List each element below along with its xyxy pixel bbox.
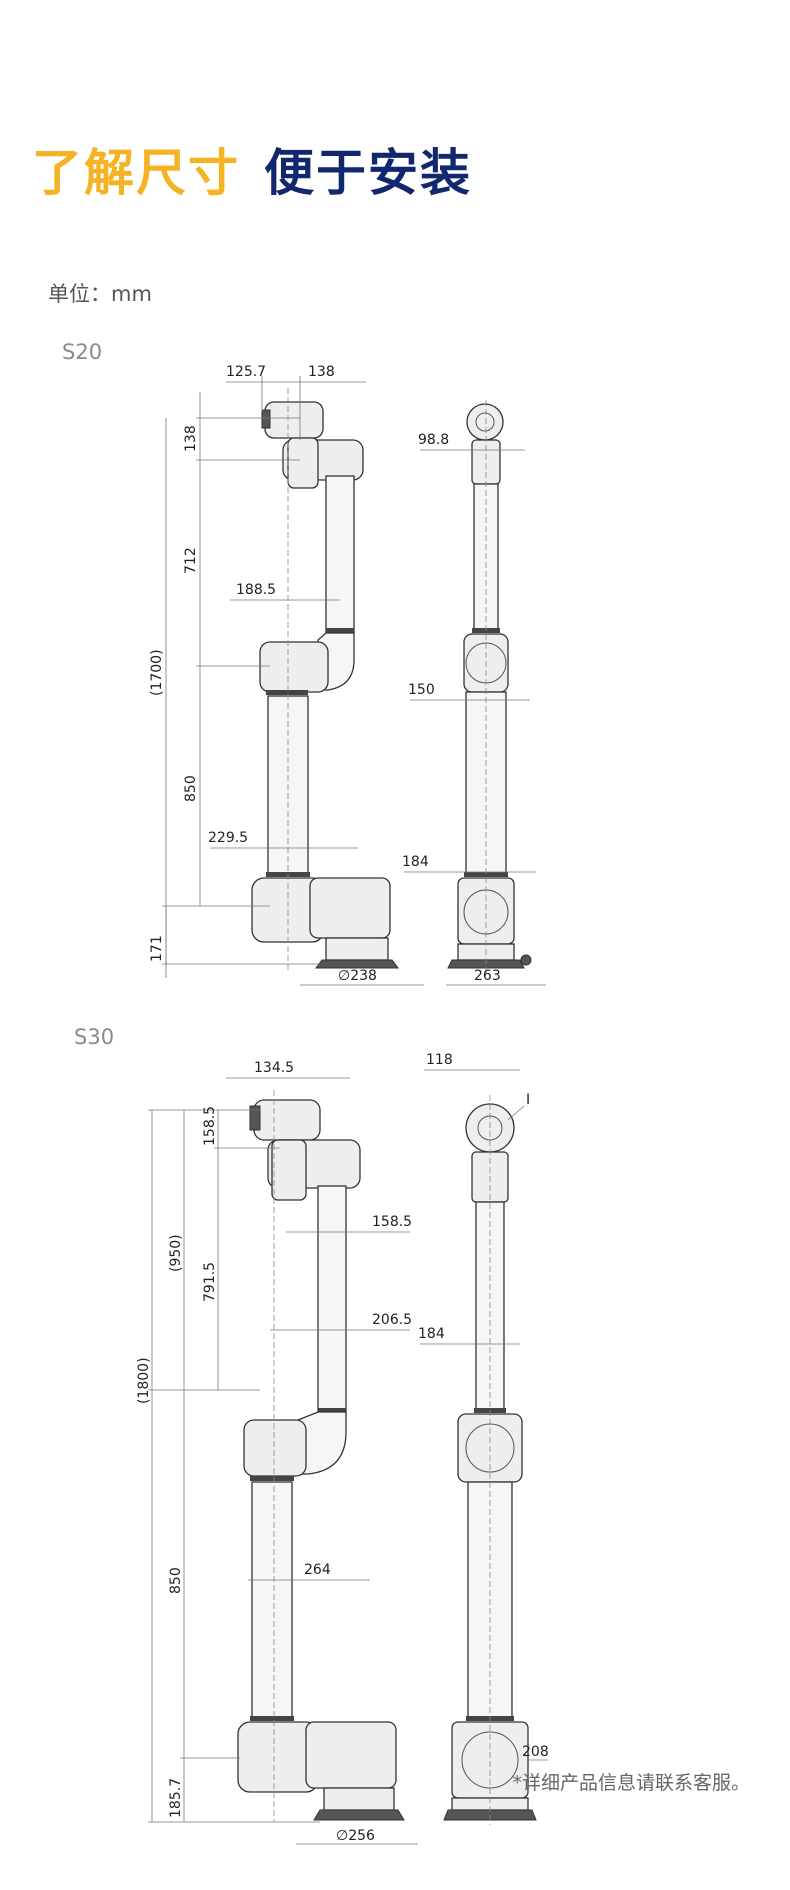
- s30-elbow-joint: [243, 1419, 307, 1477]
- s20-side-flange-circle: [475, 412, 495, 432]
- s30-dim-264: 264: [304, 1562, 331, 1578]
- s30-upper-arm: [251, 1481, 293, 1719]
- s20-dim-1700: (1700): [149, 649, 165, 696]
- s20-dim-125-7: 125.7: [226, 364, 266, 380]
- s30-front-view: 134.5 158.5 (950) 791.5 (1800) 158.5 206…: [136, 1060, 418, 1845]
- s20-dim-138-top: 138: [308, 364, 335, 380]
- s30-dim-256: ∅256: [336, 1828, 375, 1844]
- s30-dim-185-7: 185.7: [168, 1778, 184, 1818]
- s30-dim-206-5: 206.5: [372, 1312, 412, 1328]
- s20-wrist-1: [287, 437, 319, 489]
- heading-part-1: 了解尺寸: [32, 144, 240, 202]
- s30-detail-marker: I: [526, 1092, 530, 1108]
- s30-dim-134-5: 134.5: [254, 1060, 294, 1076]
- s20-dim-150: 150: [408, 682, 435, 698]
- s30-dim-118: 118: [426, 1052, 453, 1068]
- s20-elbow-joint: [259, 641, 329, 693]
- s20-dim-184: 184: [402, 854, 429, 870]
- s30-base-column: [323, 1787, 395, 1811]
- s30-base-joint: [305, 1721, 397, 1789]
- s30-base-plate: [313, 1809, 405, 1821]
- s20-side-connector: [520, 954, 532, 966]
- s30-dim-158-5-top: 158.5: [372, 1214, 412, 1230]
- s20-base-plate: [315, 959, 399, 969]
- s20-model-label: S20: [62, 340, 103, 364]
- s20-side-view: 98.8 150 184 263: [402, 400, 546, 986]
- s20-dim-229-5: 229.5: [208, 830, 248, 846]
- s30-dim-791-5: 791.5: [202, 1262, 218, 1302]
- s20-wrist-3: [264, 401, 324, 439]
- s20-dim-263: 263: [474, 968, 501, 984]
- s20-base-column: [325, 937, 389, 961]
- s20-dim-171: 171: [149, 935, 165, 962]
- s30-dim-850: 850: [168, 1567, 184, 1594]
- s20-side-wrist-circle: [466, 403, 504, 441]
- s30-dim-950: (950): [168, 1234, 184, 1272]
- s20-forearm: [325, 475, 355, 633]
- s20-dim-238: ∅238: [338, 968, 377, 984]
- s30-forearm-band: [318, 1408, 346, 1413]
- s20-front-view: 125.7 138 138 712 (1700) 188.5 850 229.5…: [149, 364, 424, 986]
- s30-side-view: 118 I 184 208: [418, 1052, 549, 1825]
- s20-dim-138-side: 138: [183, 425, 199, 452]
- s30-forearm: [317, 1185, 347, 1413]
- s20-dim-712: 712: [183, 547, 199, 574]
- s30-dim-158-5-side: 158.5: [202, 1106, 218, 1146]
- s20-elbow-band: [266, 690, 308, 695]
- s30-model-label: S30: [74, 1025, 115, 1049]
- page-heading: 了解尺寸便于安装: [32, 146, 472, 201]
- s30-dim-208: 208: [522, 1744, 549, 1760]
- s30-tool-flange: [249, 1105, 261, 1131]
- s20-dim-850: 850: [183, 775, 199, 802]
- contact-footnote: *详细产品信息请联系客服。: [512, 1772, 750, 1794]
- s30-elbow-band: [250, 1476, 294, 1481]
- s30-dim-1800: (1800): [136, 1357, 152, 1404]
- s20-base-joint: [309, 877, 391, 939]
- unit-label: 单位：mm: [48, 282, 152, 306]
- s30-shoulder-band: [250, 1716, 294, 1721]
- s30-elbow-curve: [297, 1411, 347, 1475]
- s30-wrist-3: [253, 1099, 321, 1141]
- s20-side-band-2: [464, 872, 508, 877]
- heading-part-2: 便于安装: [264, 144, 472, 202]
- s30-leader-line: [507, 1105, 525, 1121]
- s30-dim-184: 184: [418, 1326, 445, 1342]
- s20-tool-flange: [261, 409, 271, 429]
- s20-dim-188-5: 188.5: [236, 582, 276, 598]
- s20-forearm-band: [326, 628, 354, 633]
- s20-dim-98-8: 98.8: [418, 432, 449, 448]
- s30-wrist-1: [271, 1139, 307, 1201]
